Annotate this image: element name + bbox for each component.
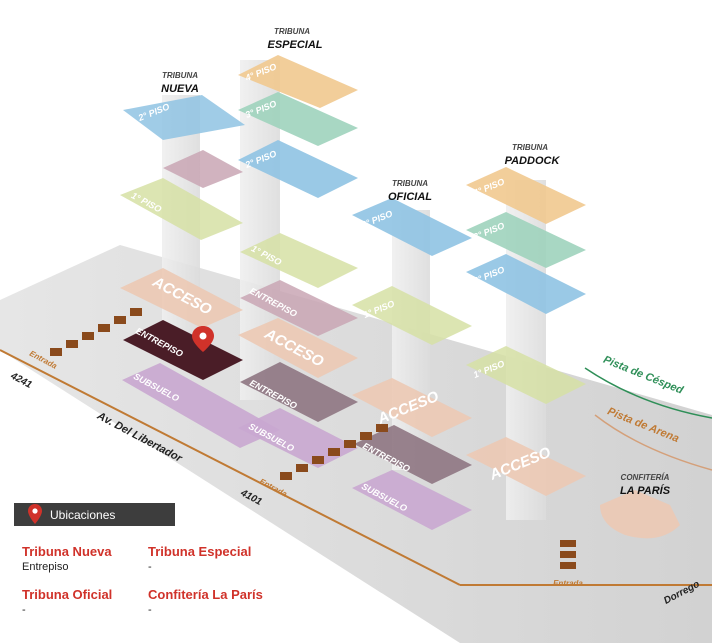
avenue-street-line (0, 349, 461, 586)
especial-acceso[interactable] (238, 318, 358, 378)
location-pin-icon (28, 504, 42, 524)
tribuna-nueva (120, 95, 280, 448)
track-arena-line (594, 414, 712, 471)
especial-name: ESPECIAL (267, 39, 322, 51)
location-value: Entrepiso (22, 561, 69, 573)
tribuna-paddock (466, 167, 586, 496)
nueva-name: NUEVA (161, 83, 199, 95)
oficial-name: OFICIAL (388, 191, 432, 203)
oficial-2-piso[interactable] (352, 198, 472, 256)
location-title: Tribuna Nueva (22, 544, 112, 559)
nueva-acceso[interactable] (120, 268, 243, 328)
entrance-steps-1 (50, 308, 142, 356)
paddock-3-piso[interactable] (466, 212, 586, 268)
location-pin-icon[interactable] (192, 326, 214, 352)
oficial-1-piso[interactable] (352, 286, 472, 345)
especial-entrepiso-upper[interactable] (240, 280, 358, 336)
entrance-steps-3 (560, 540, 576, 569)
nueva-subsuelo[interactable] (122, 363, 280, 448)
nueva-middle (163, 150, 243, 188)
oficial-entrepiso[interactable] (354, 425, 472, 484)
location-value: - (148, 561, 152, 573)
location-nueva[interactable]: Tribuna Nueva Entrepiso (22, 544, 112, 573)
location-title: Tribuna Especial (148, 544, 252, 559)
track-cesped-line (584, 367, 712, 419)
location-value: - (22, 604, 26, 616)
especial-3-piso[interactable] (238, 92, 358, 146)
especial-header: TRIBUNA (274, 27, 310, 36)
nueva-header: TRIBUNA (162, 71, 198, 80)
oficial-header: TRIBUNA (392, 179, 428, 188)
location-especial[interactable]: Tribuna Especial - (148, 544, 251, 573)
tribuna-oficial (352, 198, 472, 530)
nueva-1-piso[interactable] (120, 178, 243, 240)
especial-2-piso[interactable] (238, 140, 358, 198)
paddock-header: TRIBUNA (512, 143, 548, 152)
paddock-2-piso[interactable] (466, 254, 586, 314)
oficial-subsuelo[interactable] (352, 470, 472, 530)
paddock-4-piso[interactable] (466, 167, 586, 224)
especial-entrepiso[interactable] (240, 362, 358, 422)
nueva-2-piso[interactable] (123, 95, 245, 140)
legend-title: Ubicaciones (50, 508, 116, 522)
paddock-name: PADDOCK (505, 155, 561, 167)
location-title: Tribuna Oficial (22, 587, 113, 602)
location-confiteria[interactable]: Confitería La París - (148, 587, 263, 616)
oficial-acceso[interactable] (352, 378, 472, 437)
legend-bar: Ubicaciones (14, 503, 175, 526)
street-number-4241: 4241 (8, 370, 34, 391)
especial-1-piso[interactable] (240, 233, 358, 288)
nueva-entrepiso[interactable] (123, 320, 243, 380)
location-value: - (148, 604, 152, 616)
confiteria-name: LA PARÍS (620, 484, 671, 497)
entrance-label-3: Entrada (553, 579, 583, 588)
location-title: Confitería La París (148, 587, 263, 602)
confiteria-header: CONFITERÍA (621, 473, 670, 482)
paddock-acceso[interactable] (466, 437, 586, 496)
location-oficial[interactable]: Tribuna Oficial - (22, 587, 112, 616)
confiteria-building[interactable] (600, 490, 680, 539)
paddock-1-piso[interactable] (466, 346, 586, 404)
entrance-steps-2 (280, 424, 388, 480)
especial-4-piso[interactable] (238, 55, 358, 108)
